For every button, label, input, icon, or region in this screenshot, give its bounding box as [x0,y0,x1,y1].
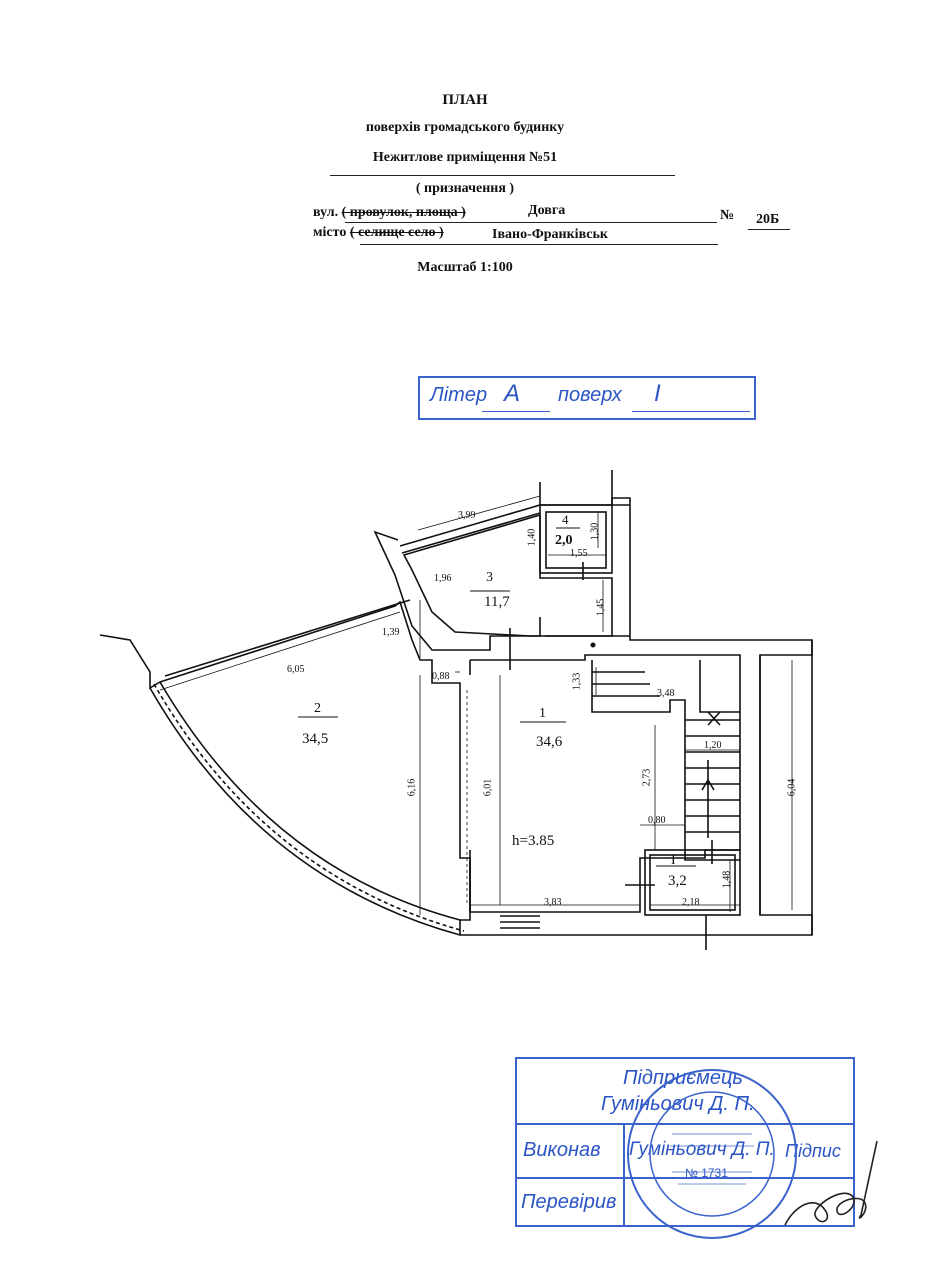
city-line: місто ( селище село ) [313,225,444,241]
sign-row-divider-2 [517,1177,853,1179]
dim-383: 3,83 [544,897,562,908]
executor-name: Гуміньович Д. П. [629,1139,775,1160]
dim-080: 0,80 [648,815,666,826]
checker-label: Перевірив [521,1191,617,1213]
signature-stamp: Підприємець Гуміньович Д. П. Виконав Гум… [515,1057,855,1227]
city-name: Івано-Франківськ [492,227,608,242]
city-struck-options: ( селище село ) [349,225,444,240]
dim-145: 1,45 [595,598,607,617]
signature-label: Підпис [785,1141,841,1161]
sign-row-divider-1 [517,1123,853,1125]
room-1-area: 34,6 [536,734,563,750]
dim-605: 6,05 [287,664,305,675]
dim-155: 1,55 [570,548,588,559]
dim-348: 3,48 [657,688,675,699]
ceiling-height: h=3.85 [512,833,555,849]
house-number: 20Б [756,212,780,227]
dim-604: 6,04 [786,778,798,797]
dim-616: 6,16 [406,778,418,797]
dim-399: 3,99 [458,510,476,521]
executor-label: Виконав [523,1139,601,1161]
handwritten-signature [784,1140,878,1226]
dim-273: 2,73 [641,768,653,787]
dim-120: 1,20 [704,740,722,751]
room-3-area: 11,7 [484,594,510,610]
room-2-area: 34,5 [302,731,329,747]
room-I-area: 3,2 [668,873,687,889]
liter-label: Літер [430,384,488,406]
plan-subtitle: поверхів громадського будинку [365,120,565,135]
dim-148: 1,48 [721,870,733,889]
enterprise-name: Гуміньович Д. П. [601,1093,755,1115]
dim-088: 0,88 [432,671,450,682]
floor-label: поверх [558,384,622,406]
street-name: Довга [528,203,566,218]
dim-130: 1,30 [589,522,601,541]
street-prefix: вул. [313,205,339,220]
liter-value: А [504,380,521,407]
street-struck-options: ( провулок, площа ) [341,205,466,220]
room-2-number: 2 [314,701,321,716]
street-line: вул. ( провулок, площа ) [313,205,466,221]
room-4-area: 2,0 [555,533,573,548]
floor-underline [632,411,750,412]
purpose-caption: ( призначення ) [415,181,515,196]
house-number-underline [748,229,790,230]
city-underline [360,244,718,245]
plan-title: ПЛАН [442,92,488,108]
liter-underline [482,411,550,412]
dim-601: 6,01 [482,778,494,797]
liter-stamp: Літер А поверх І [418,376,756,420]
premise-name: Нежитлове приміщення №51 [372,150,558,165]
round-seal [627,1069,797,1239]
room-1-number: 1 [539,706,546,721]
city-prefix: місто [313,225,347,240]
dim-139: 1,39 [382,627,400,638]
dim-218: 2,18 [682,897,700,908]
dim-133: 1,33 [571,672,583,691]
dim-140: 1,40 [526,528,538,547]
street-underline [345,222,717,223]
dim-196: 1,96 [434,573,452,584]
seal-certificate-number: № 1731 [685,1166,728,1180]
room-3-number: 3 [486,570,493,585]
floor-value: І [654,380,661,407]
premise-underline [330,175,675,176]
sign-col-divider [623,1123,625,1225]
room-I-number: I [671,853,676,868]
number-sign: № [720,208,735,223]
scale-caption: Масштаб 1:100 [417,260,513,275]
room-4-number: 4 [562,512,569,527]
enterprise-label: Підприємець [623,1067,743,1089]
